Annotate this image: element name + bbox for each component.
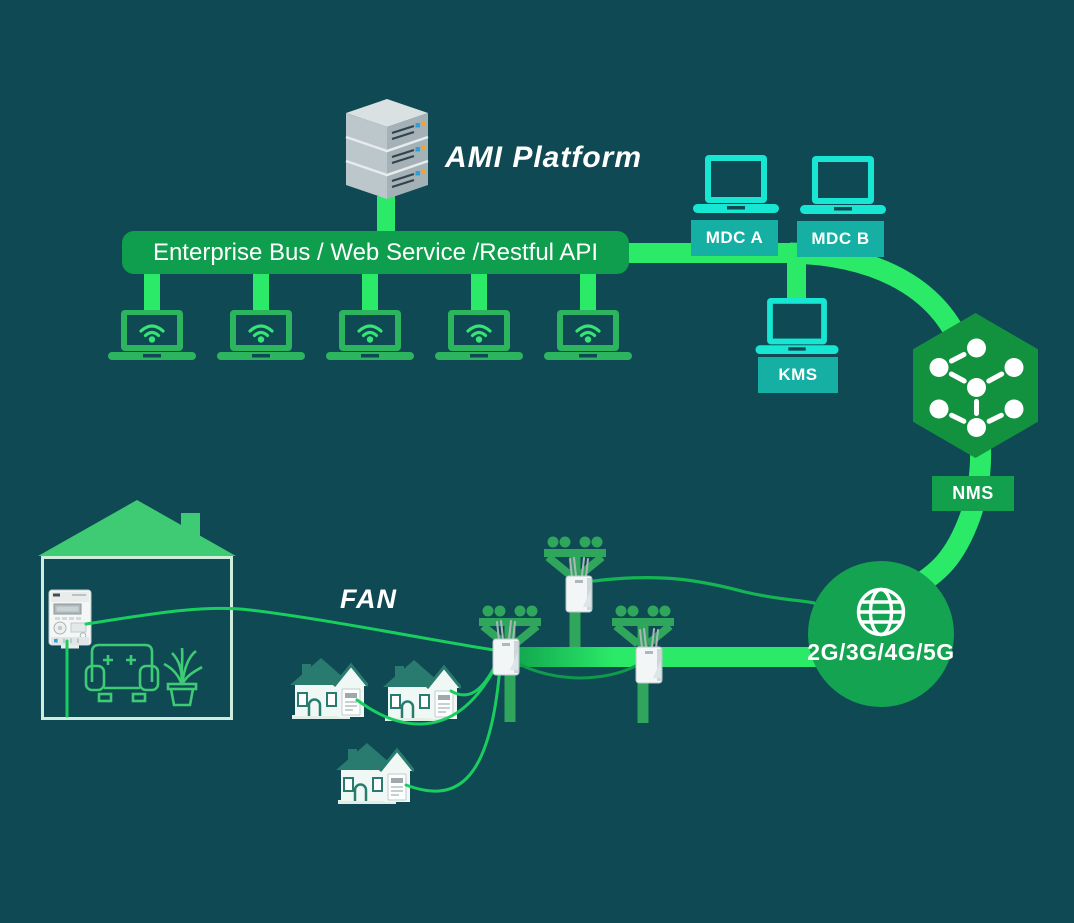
- dcu-device-icon: [635, 628, 663, 684]
- wifi-laptop-icon: [326, 310, 414, 360]
- wifi-icon: [466, 324, 492, 338]
- smart-meter-icon: [387, 773, 407, 801]
- customer-house-icon: [336, 743, 414, 804]
- wifi-laptop-icon: [217, 310, 305, 360]
- wire-house-b: [449, 662, 498, 697]
- nms-hexagon-icon: [913, 313, 1038, 458]
- bus-to-laptop-links: [144, 270, 596, 314]
- fan-backbone-band: [498, 647, 860, 667]
- fan-title: FAN: [340, 584, 397, 614]
- utility-pole-icon: [544, 536, 606, 650]
- wifi-laptop-icon: [108, 310, 196, 360]
- smart-meter-icon: [48, 589, 92, 649]
- smart-meter-icon: [341, 688, 361, 716]
- enterprise-bus-bar: Enterprise Bus / Web Service /Restful AP…: [122, 231, 629, 274]
- nms-label: NMS: [932, 476, 1014, 511]
- wifi-icon: [357, 324, 383, 338]
- globe-icon: [856, 587, 906, 637]
- wan-circle: 2G/3G/4G/5G: [807, 561, 955, 707]
- home-roof-icon: [38, 500, 236, 556]
- plant-icon: [163, 647, 203, 707]
- wifi-laptop-icon: [544, 310, 632, 360]
- wire-home-to-dcu: [84, 606, 496, 652]
- kms-label: KMS: [758, 357, 838, 393]
- wire-dcu2-to-wan: [592, 575, 816, 605]
- wifi-icon: [575, 324, 601, 338]
- dcu-device-icon: [492, 620, 520, 676]
- wire-dcu1-dcu3: [504, 654, 643, 680]
- wan-label: 2G/3G/4G/5G: [807, 639, 955, 665]
- sofa-icon: [84, 643, 160, 703]
- server-stack-icon: [345, 99, 429, 199]
- platform-title: AMI Platform: [445, 141, 643, 174]
- wifi-icon: [248, 324, 274, 338]
- home-walls: [41, 556, 233, 720]
- mdc-b-label: MDC B: [797, 221, 884, 257]
- wire-house-a: [355, 660, 500, 726]
- mdc-a-label: MDC A: [691, 220, 778, 256]
- server-to-bus-link: [377, 196, 395, 236]
- wifi-icon: [139, 324, 165, 338]
- mdc-a-laptop-icon: [693, 155, 779, 213]
- wifi-laptop-icon: [435, 310, 523, 360]
- enterprise-bus-label: Enterprise Bus / Web Service /Restful AP…: [152, 238, 599, 266]
- mdc-b-laptop-icon: [800, 156, 886, 214]
- dcu-device-icon: [565, 557, 593, 613]
- customer-house-icon: [383, 660, 461, 721]
- smart-meter-icon: [434, 690, 454, 718]
- wire-house-c: [404, 664, 502, 793]
- network-nodes-icon: [948, 352, 1005, 424]
- kms-laptop-icon: [755, 298, 839, 354]
- customer-house-icon: [290, 658, 368, 719]
